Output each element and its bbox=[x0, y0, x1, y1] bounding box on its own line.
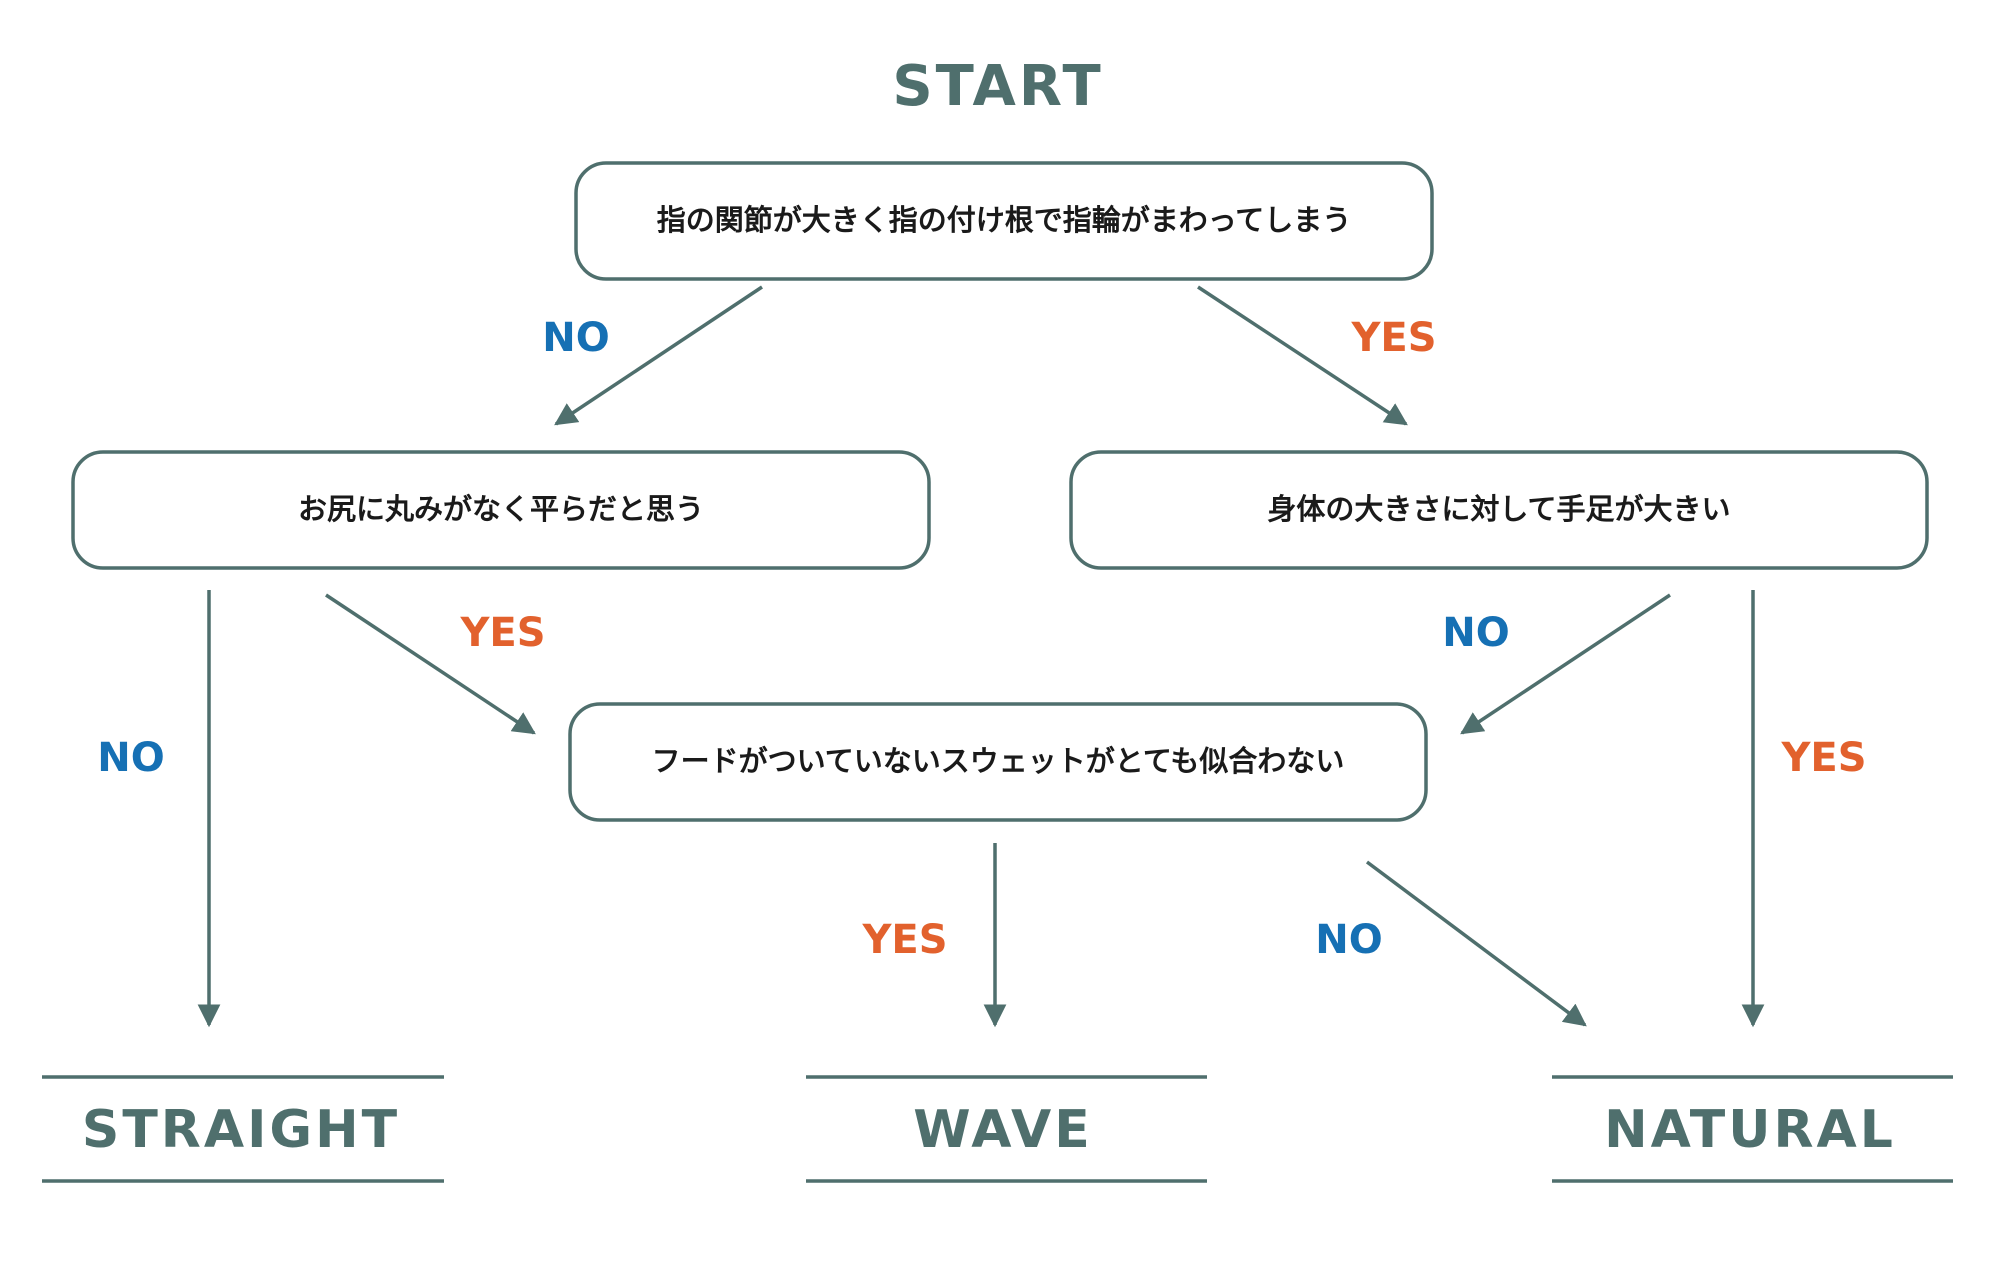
yes-label: YES bbox=[1780, 735, 1866, 781]
edge-q2-yes-q4 bbox=[325, 593, 536, 735]
result-label: STRAIGHT bbox=[82, 1100, 400, 1160]
result-straight: STRAIGHT bbox=[42, 1075, 444, 1183]
question-node-q2: お尻に丸みがなく平らだと思う bbox=[71, 450, 931, 570]
edge-q1-yes-q3 bbox=[1197, 285, 1408, 426]
question-text: お尻に丸みがなく平らだと思う bbox=[298, 492, 704, 526]
yes-label: YES bbox=[459, 610, 545, 656]
question-box bbox=[568, 702, 1428, 822]
question-text: 指の関節が大きく指の付け根で指輪がまわってしまう bbox=[657, 203, 1352, 237]
question-box bbox=[574, 161, 1434, 281]
result-label: WAVE bbox=[913, 1100, 1093, 1160]
no-label: NO bbox=[1315, 917, 1382, 963]
question-node-q4: フードがついていないスウェットがとても似合わない bbox=[568, 702, 1428, 822]
result-wave: WAVE bbox=[806, 1075, 1207, 1183]
question-node-q3: 身体の大きさに対して手足が大きい bbox=[1069, 450, 1929, 570]
start-title: START bbox=[892, 54, 1103, 119]
no-label: NO bbox=[542, 315, 609, 361]
edge-q1-no-q2 bbox=[554, 285, 763, 426]
yes-label: YES bbox=[1350, 315, 1436, 361]
question-box bbox=[1069, 450, 1929, 570]
no-label: NO bbox=[97, 735, 164, 781]
edge-q4-no-natural bbox=[1365, 860, 1587, 1027]
question-text: 身体の大きさに対して手足が大きい bbox=[1267, 492, 1730, 526]
result-label: NATURAL bbox=[1604, 1100, 1896, 1160]
edge-q3-no-q4 bbox=[1460, 593, 1671, 735]
question-text: フードがついていないスウェットがとても似合わない bbox=[652, 744, 1345, 778]
no-label: NO bbox=[1442, 610, 1509, 656]
yes-label: YES bbox=[861, 917, 947, 963]
question-box bbox=[71, 450, 931, 570]
question-node-q1: 指の関節が大きく指の付け根で指輪がまわってしまう bbox=[574, 161, 1434, 281]
result-natural: NATURAL bbox=[1552, 1075, 1953, 1183]
